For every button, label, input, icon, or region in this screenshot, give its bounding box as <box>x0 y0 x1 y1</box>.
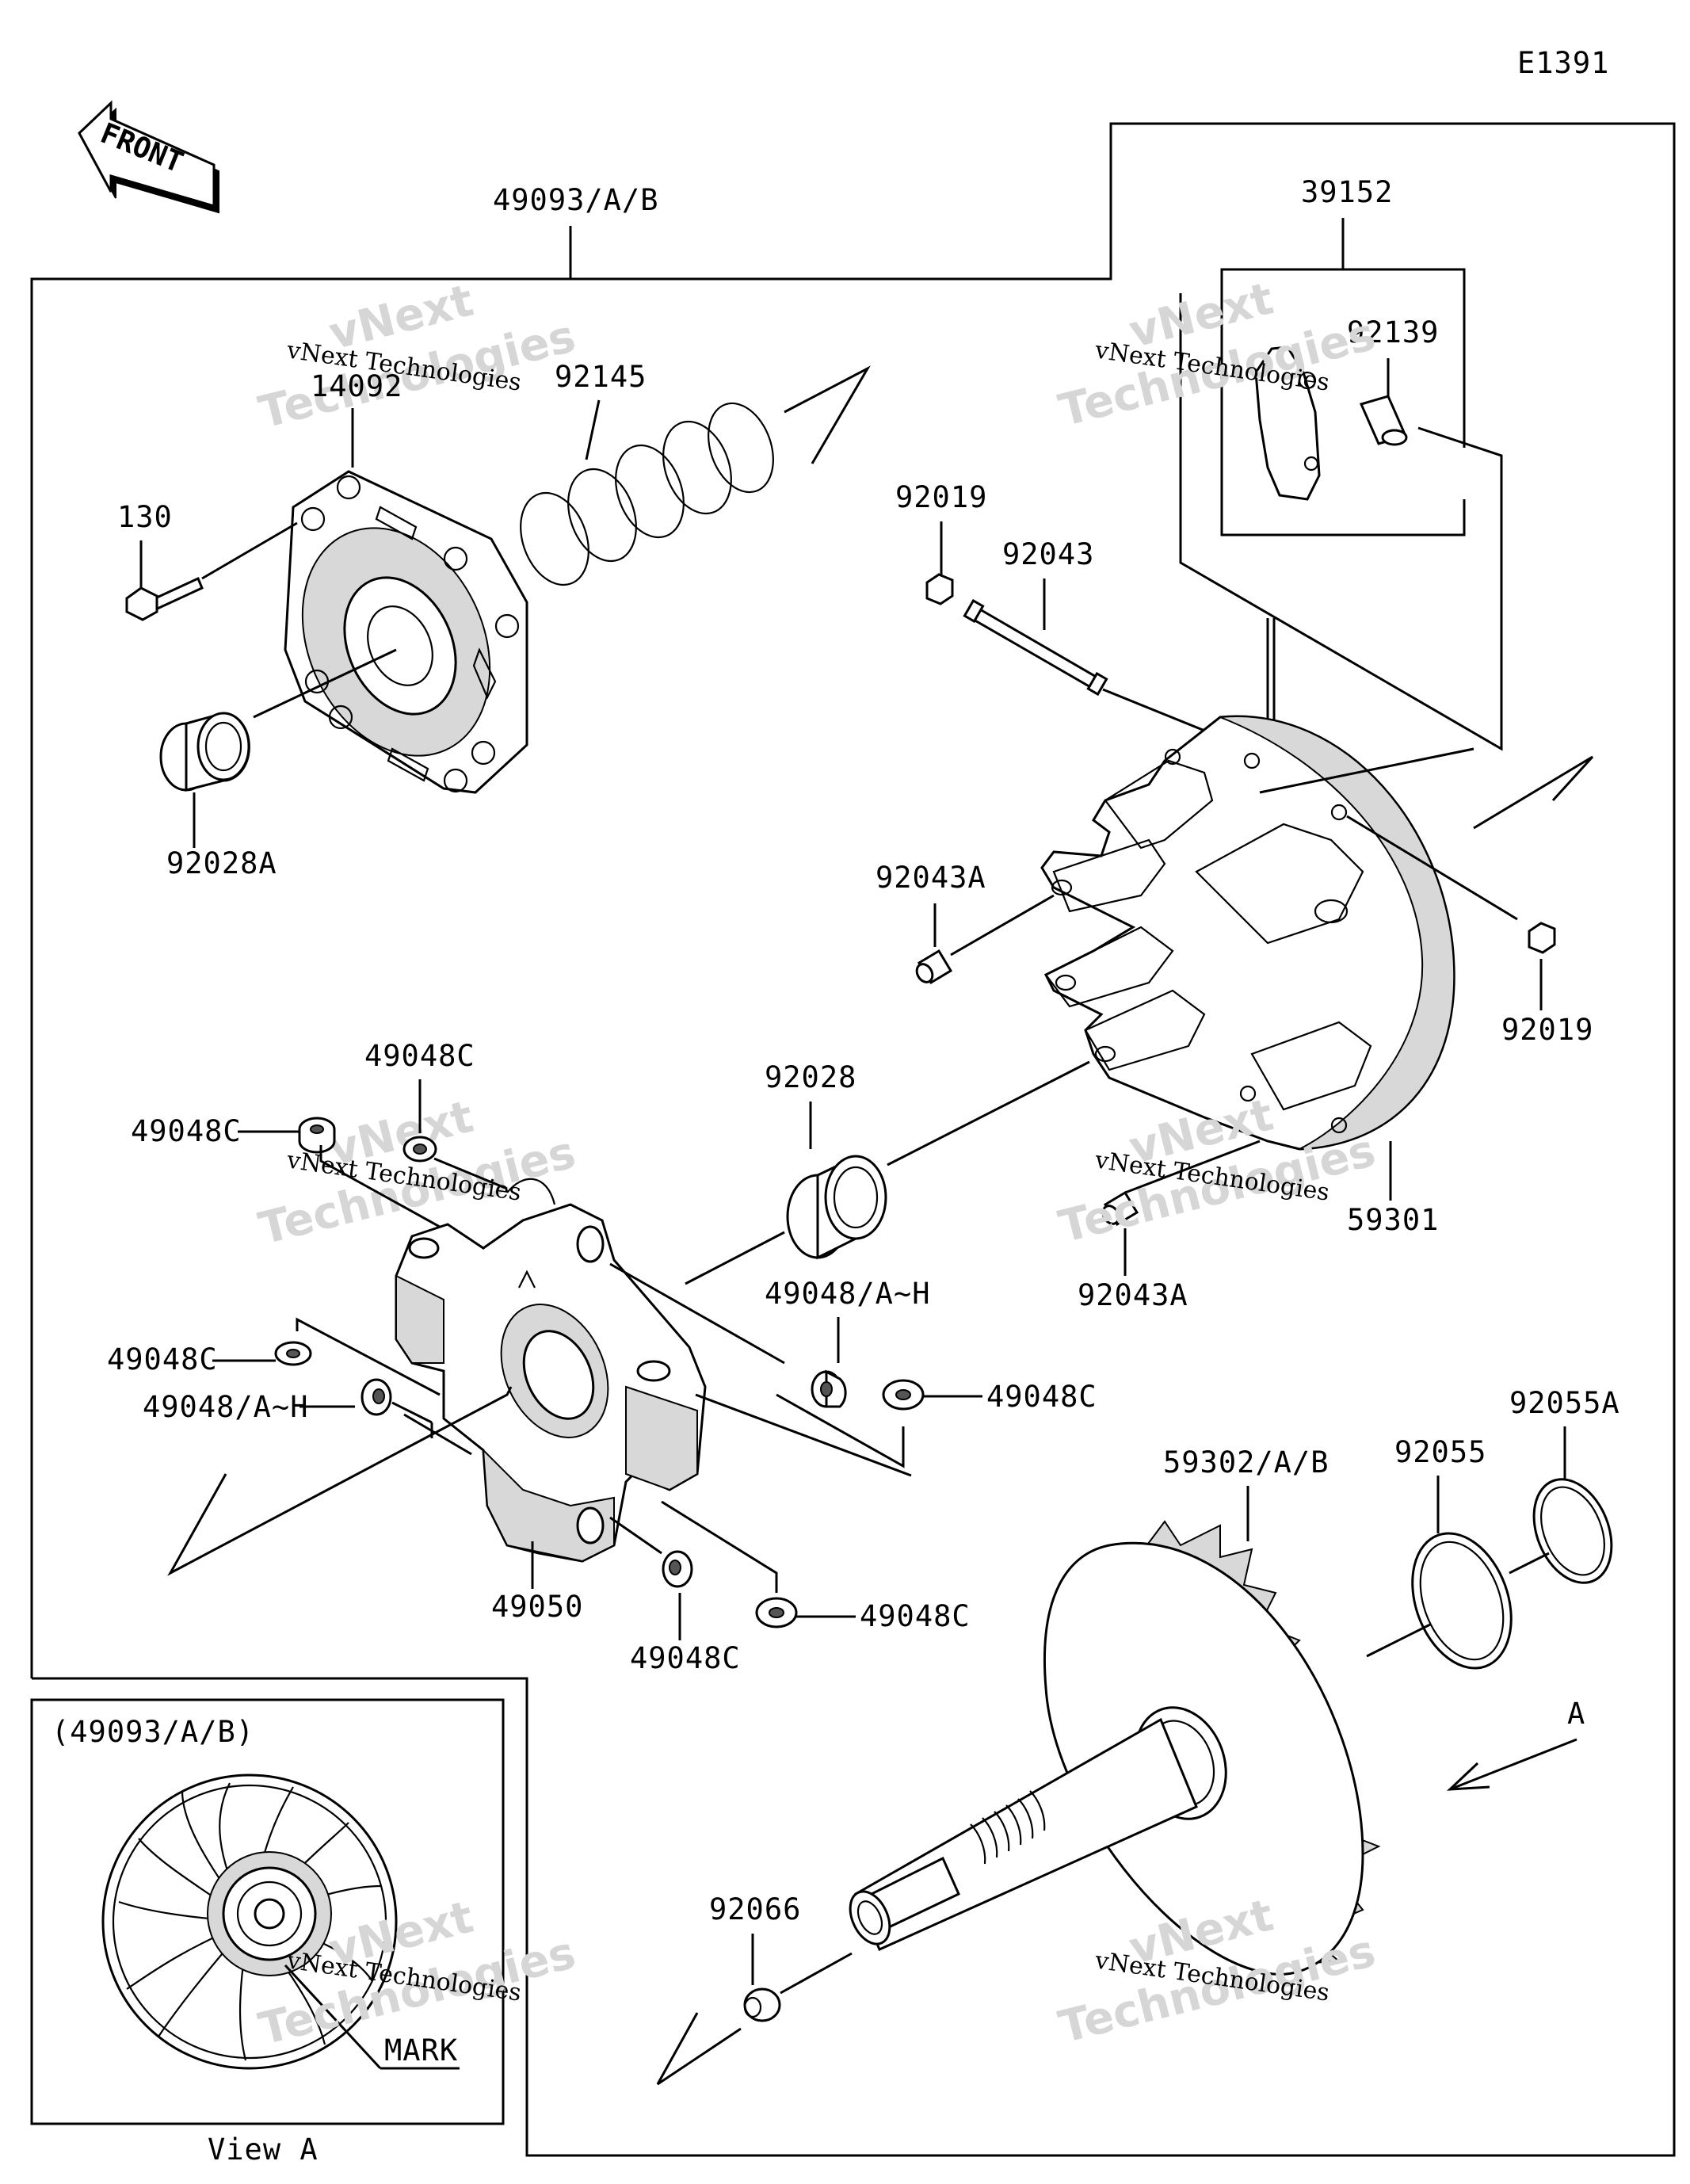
label-49050: 49050 <box>491 1590 583 1624</box>
view-a-label: View A <box>208 2132 319 2167</box>
nut-92019-top <box>925 573 954 605</box>
bushing-92028A <box>159 712 250 792</box>
pin-92139 <box>1359 395 1408 446</box>
bushing-92028 <box>786 1155 887 1260</box>
cover-14092 <box>284 470 528 794</box>
oring-92055A <box>1532 1478 1613 1584</box>
label-59301: 59301 <box>1347 1203 1439 1237</box>
label-92028: 92028 <box>765 1060 856 1094</box>
sheave-59301 <box>1040 715 1455 1151</box>
label-A: A <box>1567 1697 1585 1731</box>
label-92055: 92055 <box>1394 1435 1486 1469</box>
front-arrow-icon: FRONT <box>78 100 219 214</box>
roller-49048C-right <box>882 1379 925 1411</box>
label-92145: 92145 <box>555 360 647 394</box>
cap-92066 <box>743 1987 781 2022</box>
pin-92043A-upper <box>915 949 953 985</box>
roller-49048AH-right <box>811 1369 847 1408</box>
roller-49048C-lower-2 <box>755 1597 798 1628</box>
label-92066: 92066 <box>709 1892 801 1926</box>
label-49048C-4: 49048C <box>107 1342 218 1376</box>
label-92043A-upper: 92043A <box>876 861 986 895</box>
label-92028A: 92028A <box>166 846 277 880</box>
diagram-code: E1391 <box>1517 46 1609 80</box>
label-130: 130 <box>117 500 173 534</box>
label-59302: 59302/A/B <box>1163 1445 1329 1480</box>
pin-92043A-lower <box>1101 1190 1139 1227</box>
label-92019-right: 92019 <box>1501 1013 1593 1047</box>
roller-49048C-lower-1 <box>662 1550 693 1588</box>
diagram-frame <box>30 122 1676 2157</box>
label-49048AH-1: 49048/A~H <box>765 1277 930 1311</box>
label-49048C-6: 49048C <box>860 1599 971 1633</box>
spring-92145 <box>520 402 774 586</box>
label-92019-top: 92019 <box>895 480 987 514</box>
roller-49048C-1 <box>298 1117 336 1154</box>
roller-49048AH-left <box>361 1378 392 1416</box>
bolt-130 <box>125 576 204 621</box>
nut-92019-right <box>1528 922 1556 954</box>
label-92139: 92139 <box>1347 315 1439 349</box>
weight-39152 <box>1254 346 1321 501</box>
label-14092: 14092 <box>311 369 402 403</box>
spider-49050 <box>395 1178 707 1563</box>
label-92055A: 92055A <box>1509 1386 1620 1420</box>
inset-title: (49093/A/B) <box>52 1715 254 1749</box>
label-49048C-3: 49048C <box>986 1380 1097 1414</box>
label-49048AH-2: 49048/A~H <box>143 1390 308 1424</box>
inset-view-a: (49093/A/B) MARK <box>30 1698 505 2125</box>
inset-mark-label: MARK <box>384 2033 458 2068</box>
label-49048C-5: 49048C <box>630 1641 741 1675</box>
shaft-92043 <box>963 598 1108 697</box>
label-39152: 39152 <box>1301 175 1393 209</box>
label-92043: 92043 <box>1002 537 1094 571</box>
fixed-sheave-59302 <box>849 1520 1381 1976</box>
label-49093: 49093/A/B <box>493 183 658 217</box>
oring-92055 <box>1411 1532 1513 1670</box>
roller-49048C-left <box>274 1341 312 1366</box>
label-49048C-2: 49048C <box>364 1039 475 1073</box>
roller-49048C-2 <box>402 1136 437 1163</box>
label-49048C-1: 49048C <box>131 1114 242 1148</box>
label-92043A-lower: 92043A <box>1078 1278 1188 1312</box>
